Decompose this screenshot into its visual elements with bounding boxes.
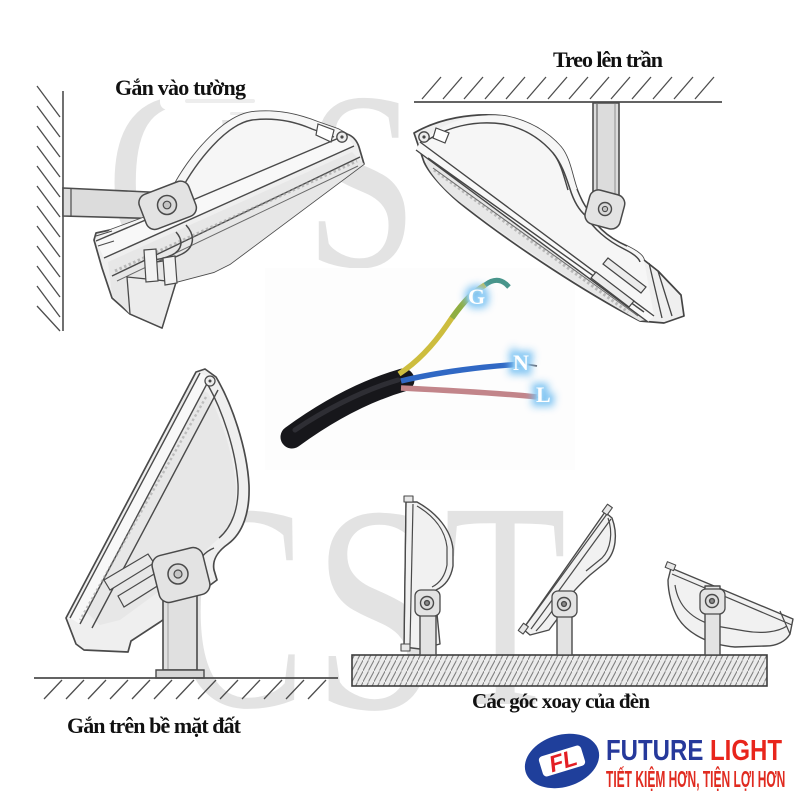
svg-text:L: L — [536, 382, 551, 407]
svg-text:N: N — [513, 350, 529, 375]
svg-text:Gắn vào tường: Gắn vào tường — [115, 75, 246, 100]
svg-text:FUTURE LIGHT: FUTURE LIGHT — [606, 734, 782, 767]
svg-text:Các góc xoay của đèn: Các góc xoay của đèn — [472, 689, 650, 713]
svg-text:TIẾT KIỆM HƠN, TIỆN LỢI HƠN: TIẾT KIỆM HƠN, TIỆN LỢI HƠN — [606, 766, 785, 792]
svg-text:L: L — [536, 382, 551, 407]
svg-text:N: N — [513, 350, 529, 375]
svg-text:G: G — [468, 284, 485, 309]
svg-text:L: L — [536, 382, 551, 407]
svg-text:Treo lên trần: Treo lên trần — [553, 47, 663, 72]
svg-text:G: G — [468, 284, 485, 309]
svg-text:N: N — [513, 350, 529, 375]
svg-text:Gắn trên bề mặt đất: Gắn trên bề mặt đất — [67, 713, 242, 738]
